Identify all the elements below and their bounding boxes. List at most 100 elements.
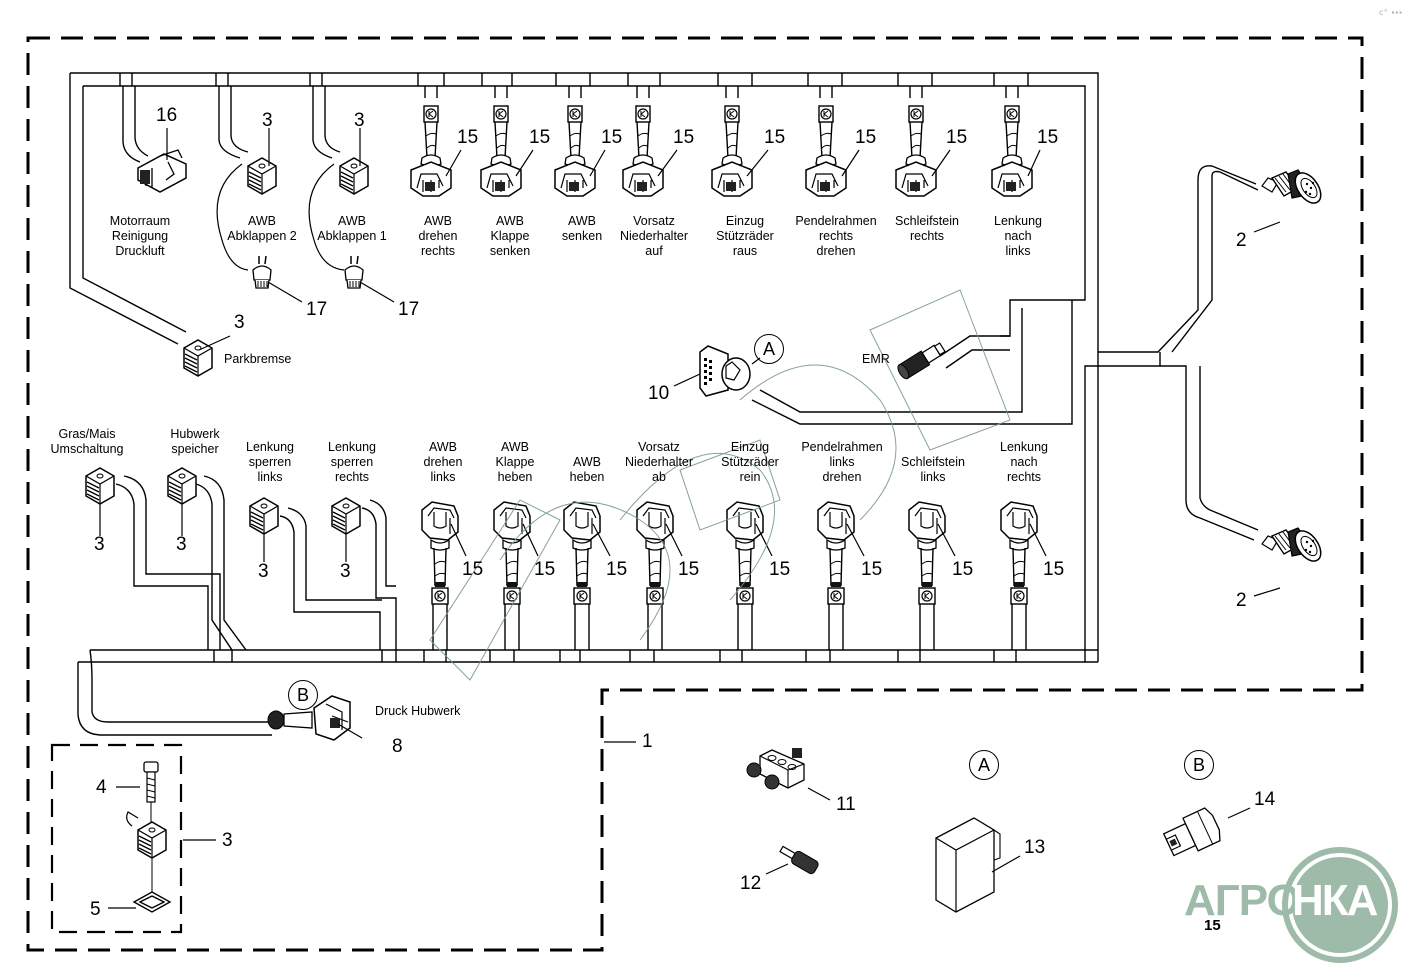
label-awb-drehen-links: AWB drehen links: [423, 440, 463, 484]
plug-17-b: [344, 255, 364, 289]
solenoid-lenkung-sperren-links: [249, 497, 279, 535]
part-number: 15: [457, 127, 479, 148]
part-number: 15: [769, 559, 791, 580]
solenoid-gras-mais: [85, 467, 115, 505]
part-number: 15: [534, 559, 556, 580]
harness-trunks: [69, 72, 1259, 736]
part-number-bolt: 4: [96, 777, 107, 798]
plug-17-a: [252, 255, 272, 289]
distributor-11: [746, 748, 805, 790]
part-number-sensor: 14: [1254, 789, 1276, 810]
cover-13: [935, 817, 1001, 913]
connector-8: [267, 695, 351, 741]
part-number: 15: [952, 559, 974, 580]
part-number: 17: [398, 299, 420, 320]
part-number: 8: [392, 736, 403, 757]
part-number-cover: 13: [1024, 837, 1046, 858]
part-number: 2: [1236, 590, 1247, 611]
label-hubwerk-speicher: Hubwerk speicher: [170, 427, 220, 456]
part-number: 15: [606, 559, 628, 580]
part-number-seal: 5: [90, 899, 101, 920]
part-number: 3: [354, 110, 365, 131]
label-vorsatz-niederhalter-auf: Vorsatz Niederhalter auf: [619, 214, 689, 258]
label-pendelrahmen-rechts-drehen: Pendelrahmen rechts drehen: [795, 214, 877, 258]
label-einzug-stuetzraeder-raus: Einzug Stützräder raus: [716, 214, 774, 258]
agronka-logo: [1282, 847, 1398, 963]
label-awb-drehen-rechts: AWB drehen rechts: [418, 214, 458, 258]
part-number: 16: [156, 105, 178, 126]
bottom-connectors: [421, 501, 1038, 605]
part-number: 3: [262, 110, 273, 131]
callout-a-detail: A: [969, 750, 999, 780]
part-number-pin: 12: [740, 873, 762, 894]
connector-10: [699, 345, 751, 397]
label-schleifstein-rechts: Schleifstein rechts: [895, 214, 959, 243]
label-awb-klappe-senken: AWB Klappe senken: [489, 214, 531, 258]
harness-boundary: [26, 36, 1364, 952]
solenoid-kit-box: [50, 743, 183, 934]
label-schleifstein-links: Schleifstein links: [901, 455, 965, 484]
sensor-14: [1162, 807, 1221, 857]
top-connectors: [410, 105, 1033, 197]
part-number: 2: [1236, 230, 1247, 251]
part-number: 15: [673, 127, 695, 148]
callout-b: B: [288, 680, 318, 710]
label-lenkung-nach-rechts: Lenkung nach rechts: [1000, 440, 1048, 484]
solenoid-awb-abklappen-2: [247, 157, 277, 195]
bolt-4: [143, 761, 159, 822]
part-number: 3: [176, 534, 187, 555]
label-awb-abklappen-1: AWB Abklappen 1: [317, 214, 387, 243]
part-number: 15: [462, 559, 484, 580]
label-lenkung-sperren-links: Lenkung sperren links: [246, 440, 294, 484]
part-number: 3: [340, 561, 351, 582]
part-number: 15: [1043, 559, 1065, 580]
main-plug-lower: [1261, 525, 1327, 567]
part-number: 3: [94, 534, 105, 555]
page-number: 15: [1204, 917, 1221, 934]
part-number: 15: [529, 127, 551, 148]
label-awb-senken: AWB senken: [561, 214, 603, 243]
label-emr: EMR: [862, 352, 890, 366]
part-number-kit: 3: [222, 830, 233, 851]
corner-mark: c° ▪▪▪: [1379, 8, 1403, 17]
emr-plug: [897, 342, 946, 380]
solenoid-hubwerk-speicher: [167, 467, 197, 505]
label-vorsatz-niederhalter-ab: Vorsatz Niederhalter ab: [624, 440, 694, 484]
callout-a: A: [754, 334, 784, 364]
part-number: 15: [601, 127, 623, 148]
part-number-distributor: 11: [836, 794, 856, 815]
label-awb-heben: AWB heben: [569, 455, 605, 484]
watermark-diagonal: [429, 289, 1011, 681]
label-einzug-stuetzraeder-rein: Einzug Stützräder rein: [721, 440, 779, 484]
seal-5: [132, 891, 172, 913]
part-number: 15: [678, 559, 700, 580]
part-number: 10: [648, 383, 670, 404]
part-number: 15: [946, 127, 968, 148]
label-awb-abklappen-2: AWB Abklappen 2: [227, 214, 297, 243]
label-motorraum: Motorraum Reinigung Druckluft: [109, 214, 171, 258]
label-awb-klappe-heben: AWB Klappe heben: [495, 440, 535, 484]
part-number: 15: [764, 127, 786, 148]
part-number: 3: [234, 312, 245, 333]
label-parkbremse: Parkbremse: [224, 352, 292, 366]
logo-text-nka: НКА: [1292, 876, 1378, 925]
part-number: 15: [1037, 127, 1059, 148]
solenoid-kit-plug: [137, 821, 167, 859]
part-number: 15: [861, 559, 883, 580]
main-plug-upper: [1261, 167, 1327, 209]
solenoid-lenkung-sperren-rechts: [331, 497, 361, 535]
connector-16: [137, 149, 187, 193]
pin-12: [779, 845, 819, 875]
label-lenkung-sperren-rechts: Lenkung sperren rechts: [328, 440, 376, 484]
label-gras-mais: Gras/Mais Umschaltung: [50, 427, 124, 456]
label-pendelrahmen-links-drehen: Pendelrahmen links drehen: [801, 440, 883, 484]
logo-text-agro: АГРО: [1184, 876, 1301, 925]
label-druck-hubwerk: Druck Hubwerk: [375, 704, 461, 718]
solenoid-awb-abklappen-1: [339, 157, 369, 195]
part-number: 17: [306, 299, 328, 320]
part-number-harness: 1: [642, 731, 653, 752]
callout-b-detail: B: [1184, 750, 1214, 780]
leader-lines: [99, 128, 1281, 909]
part-number: 3: [258, 561, 269, 582]
